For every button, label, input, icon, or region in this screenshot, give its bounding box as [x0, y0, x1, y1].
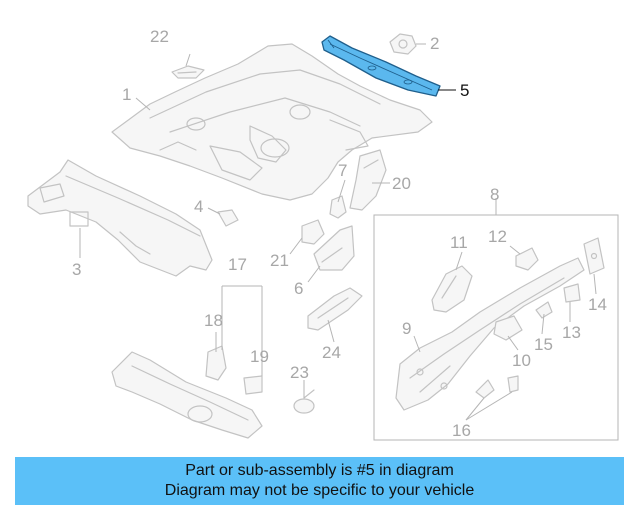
- part-5-crossmember[interactable]: [321, 35, 441, 97]
- part-22-pad[interactable]: [171, 65, 205, 79]
- part-24-rail[interactable]: [307, 287, 363, 331]
- callout-20: 20: [392, 174, 411, 193]
- callout-16: 16: [452, 421, 471, 440]
- part-16-fasteners[interactable]: [475, 375, 519, 399]
- callout-24: 24: [322, 343, 341, 362]
- banner-line-2: Diagram may not be specific to your vehi…: [164, 482, 475, 499]
- part-9-side-frame[interactable]: [395, 257, 585, 411]
- callout-5: 5: [460, 81, 469, 100]
- part-11-housing[interactable]: [431, 265, 473, 313]
- part-6-bracket[interactable]: [313, 225, 355, 271]
- part-18-bracket[interactable]: [205, 345, 227, 381]
- part-15-clip[interactable]: [535, 301, 553, 319]
- callout-10: 10: [512, 351, 531, 370]
- parts-diagram: 1 22 2 5 3 4 20 7 21 6 24 8 9 10 11 12 1…: [27, 27, 619, 441]
- part-19-bracket[interactable]: [243, 375, 263, 395]
- part-21-block[interactable]: [301, 219, 325, 245]
- part-23-plug[interactable]: [293, 389, 315, 414]
- callout-4: 4: [194, 197, 203, 216]
- part-7-stay[interactable]: [329, 195, 347, 219]
- part-13-bracket[interactable]: [563, 283, 581, 303]
- callout-17: 17: [228, 255, 247, 274]
- callout-13: 13: [562, 323, 581, 342]
- callout-12: 12: [488, 227, 507, 246]
- callout-3: 3: [72, 260, 81, 279]
- leader-lines: [79, 43, 597, 421]
- callout-23: 23: [290, 363, 309, 382]
- callout-21: 21: [270, 251, 289, 270]
- part-1-rear-floor-pan[interactable]: [111, 43, 433, 201]
- banner-line-1: Part or sub-assembly is #5 in diagram: [185, 462, 454, 479]
- callout-14: 14: [588, 295, 607, 314]
- part-20-gusset[interactable]: [349, 149, 387, 211]
- part-12-bracket[interactable]: [515, 247, 539, 271]
- callout-6: 6: [294, 279, 303, 298]
- callout-19: 19: [250, 347, 269, 366]
- part-10-bracket[interactable]: [493, 315, 523, 341]
- callout-22: 22: [150, 27, 169, 46]
- part-2-bracket[interactable]: [389, 33, 417, 55]
- callout-2: 2: [430, 34, 439, 53]
- part-17-assembly[interactable]: [111, 351, 263, 439]
- part-info-banner: Part or sub-assembly is #5 in diagram Di…: [15, 457, 624, 505]
- callout-8: 8: [490, 185, 499, 204]
- callout-15: 15: [534, 335, 553, 354]
- part-3-rear-panel[interactable]: [27, 159, 213, 277]
- callouts: 1 22 2 5 3 4 20 7 21 6 24 8 9 10 11 12 1…: [72, 27, 607, 440]
- callout-9: 9: [402, 319, 411, 338]
- callout-7: 7: [338, 161, 347, 180]
- callout-18: 18: [204, 311, 223, 330]
- callout-1: 1: [122, 85, 131, 104]
- part-14-plate[interactable]: [583, 237, 605, 275]
- callout-11: 11: [450, 233, 468, 252]
- part-4-bracket[interactable]: [217, 209, 239, 227]
